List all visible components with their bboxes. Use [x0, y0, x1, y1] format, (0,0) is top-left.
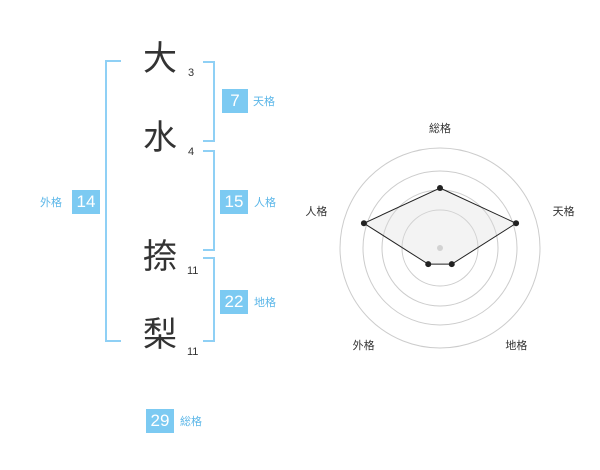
soukaku-badge: 29: [146, 409, 174, 433]
radar-series-polygon: [362, 187, 518, 265]
chikaku-label: 地格: [254, 296, 276, 309]
radar-center: [437, 245, 443, 251]
radar-points: [360, 185, 520, 268]
name-char-1: 大: [143, 39, 177, 79]
jinkaku-bracket: [203, 150, 215, 251]
radar-point-3: [448, 261, 455, 268]
radar-axis-label-3: 地格: [505, 338, 527, 352]
soukaku-label: 総格: [180, 415, 202, 428]
radar-axis-label-4: 外格: [353, 338, 375, 352]
tenkaku-bracket: [203, 61, 215, 142]
name-char-2: 水: [143, 118, 177, 158]
radar-point-4: [425, 261, 432, 268]
gaikaku-label: 外格: [40, 196, 62, 209]
radar-point-5: [360, 220, 367, 227]
radar-point-1: [437, 185, 443, 191]
tenkaku-badge: 7: [222, 89, 248, 113]
jinkaku-badge: 15: [220, 190, 248, 214]
radar-axis-label-5: 人格: [305, 204, 327, 218]
chikaku-badge: 22: [220, 290, 248, 314]
jinkaku-label: 人格: [254, 196, 276, 209]
radar-rings: [339, 147, 541, 349]
chikaku-bracket: [203, 257, 215, 342]
stroke-count-2: 4: [188, 146, 195, 158]
gaikaku-badge: 14: [72, 190, 100, 214]
tenkaku-label: 天格: [253, 95, 275, 108]
radar-point-2: [513, 220, 520, 227]
stroke-count-4: 11: [187, 346, 199, 358]
radar-axis-label-2: 天格: [553, 204, 575, 218]
name-char-4: 梨: [143, 315, 177, 355]
radar-axis-label-1: 総格: [429, 121, 451, 135]
stroke-count-1: 3: [188, 67, 195, 79]
stroke-count-3: 11: [187, 265, 199, 277]
gaikaku-bracket: [105, 60, 121, 342]
name-char-3: 捺: [143, 237, 177, 277]
